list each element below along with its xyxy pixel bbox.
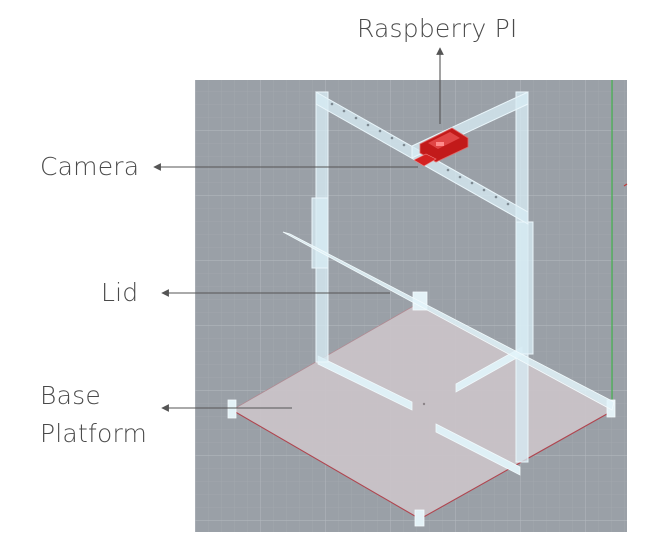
- camera-model: [413, 153, 437, 167]
- label-raspberry-pi: Raspberry PI: [357, 14, 518, 43]
- label-base: Base: [40, 381, 101, 410]
- platform-center-mark: [422, 402, 426, 406]
- callout-arrows: [153, 47, 444, 412]
- corner-post-left: [227, 399, 237, 419]
- lid-model: [282, 231, 615, 411]
- base-rail-front: [435, 423, 521, 476]
- label-camera: Camera: [40, 152, 140, 181]
- camera-module: [413, 153, 437, 167]
- raspberry-pi-model: [419, 127, 469, 163]
- label-platform: Platform: [40, 419, 148, 448]
- raspberry-pi-chip: [436, 142, 444, 146]
- frame-upright-left-bracket: [311, 197, 329, 269]
- axis-red-tick: [623, 183, 628, 187]
- beam-holes: [330, 102, 510, 206]
- label-lid: Lid: [101, 278, 139, 307]
- frame-upright-right-bracket: [515, 221, 534, 355]
- corner-post-front: [414, 509, 425, 527]
